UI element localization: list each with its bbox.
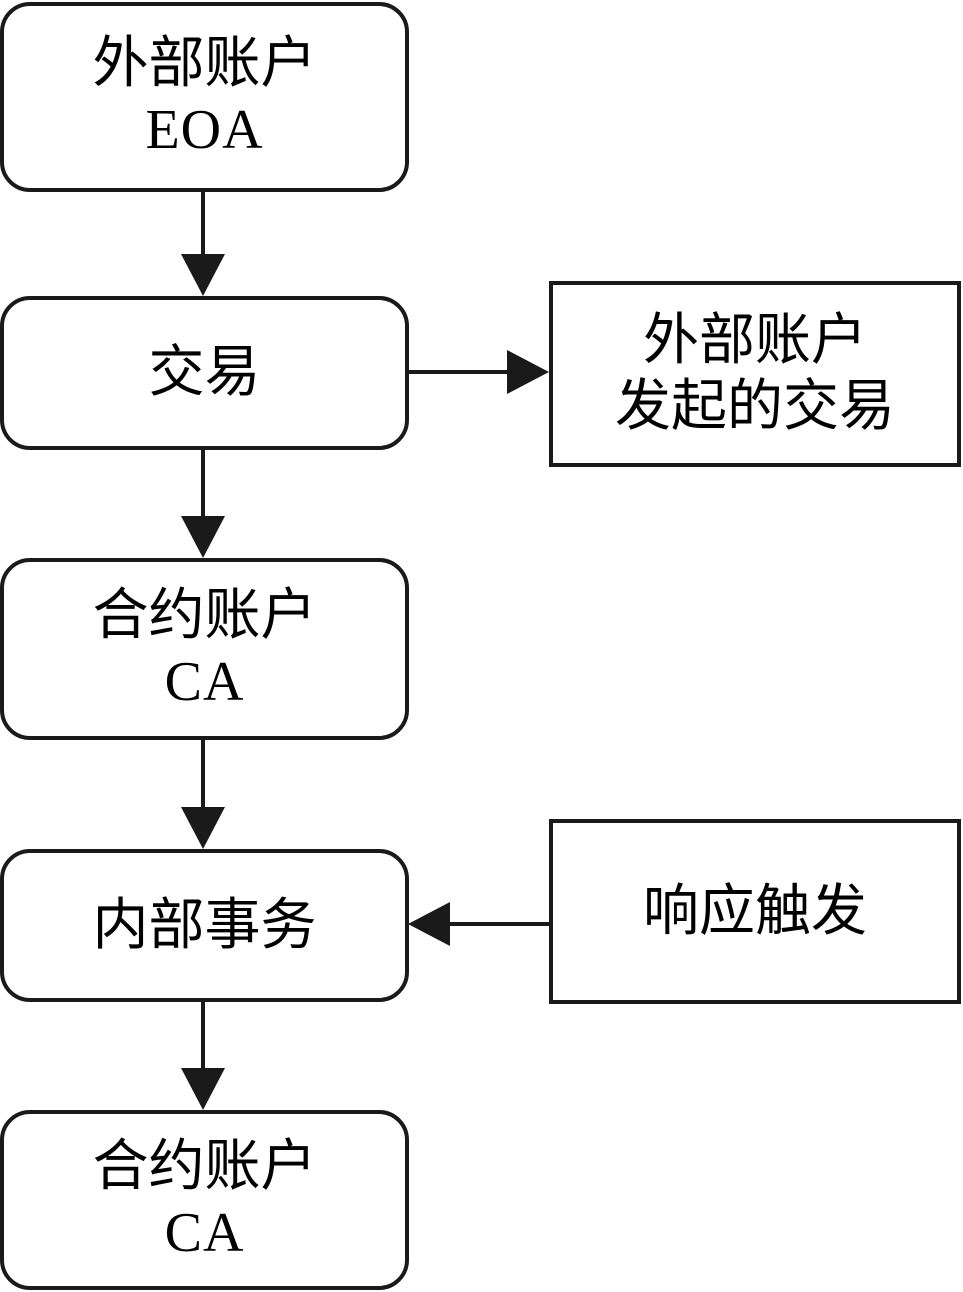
node-transaction-title: 交易 — [148, 340, 261, 405]
node-internal-transaction-title: 内部事务 — [92, 892, 317, 958]
arrow-transaction-to-eoa-initiated — [408, 350, 549, 394]
node-response-trigger-title: 响应触发 — [643, 878, 867, 944]
node-contract-account-1-title: 合约账户 — [92, 583, 317, 648]
arrow-eoa-to-transaction — [181, 190, 225, 296]
node-contract-account-2: 合约账户 CA — [0, 1110, 409, 1290]
node-response-trigger: 响应触发 — [549, 819, 961, 1004]
node-eoa-title: 外部账户 — [92, 31, 317, 96]
node-eoa: 外部账户 EOA — [0, 2, 409, 192]
node-contract-account-1: 合约账户 CA — [0, 558, 409, 740]
arrow-transaction-to-ca — [181, 448, 225, 558]
arrow-trigger-to-internal — [408, 902, 549, 946]
arrow-ca-to-internal — [181, 738, 225, 849]
node-eoa-initiated-line1: 外部账户 — [643, 308, 867, 373]
node-transaction: 交易 — [0, 296, 409, 450]
arrow-internal-to-ca — [181, 1000, 225, 1110]
node-contract-account-2-title: 合约账户 — [92, 1134, 317, 1199]
node-eoa-initiated-line2: 发起的交易 — [615, 374, 895, 439]
node-eoa-initiated-transaction: 外部账户 发起的交易 — [549, 281, 961, 467]
node-contract-account-1-subtitle: CA — [164, 651, 245, 713]
node-internal-transaction: 内部事务 — [0, 849, 409, 1002]
node-eoa-subtitle: EOA — [145, 99, 264, 161]
node-contract-account-2-subtitle: CA — [164, 1202, 245, 1264]
